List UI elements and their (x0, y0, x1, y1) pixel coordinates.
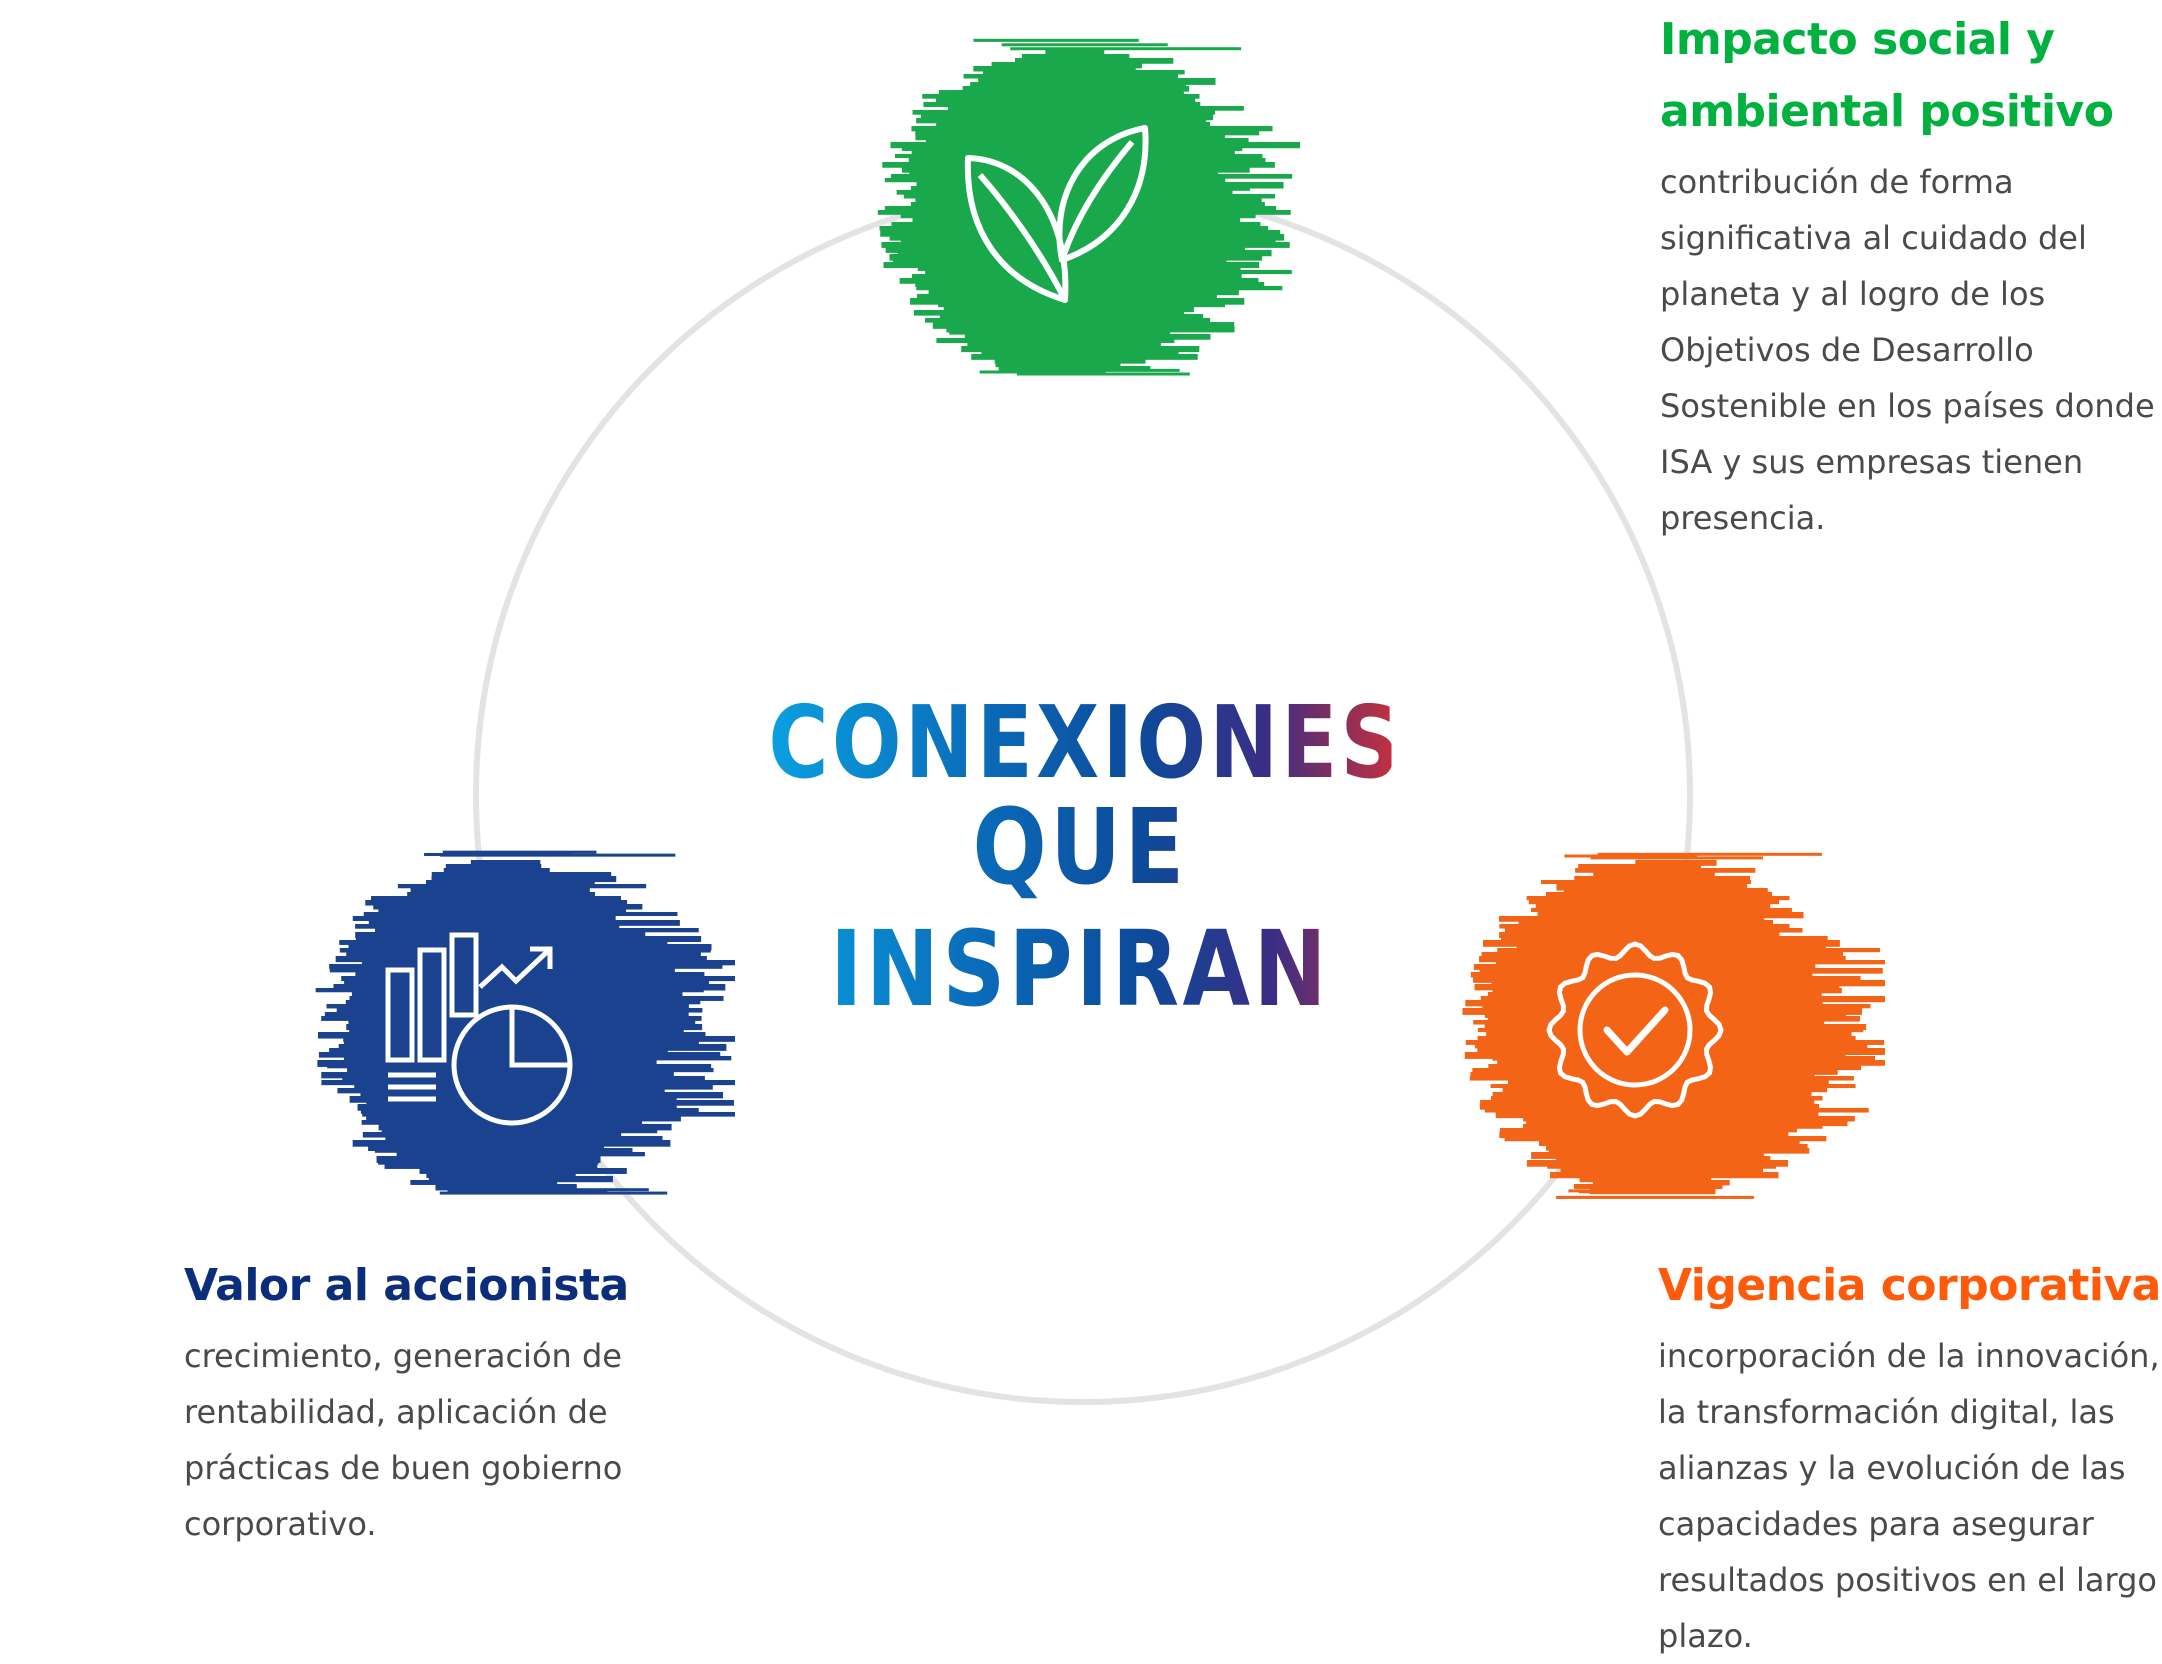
growth-chart-icon (385, 932, 573, 1126)
pillar-social-environmental: Impacto social y ambiental positivo cont… (1660, 4, 2160, 546)
pillar-title: Vigencia corporativa (1658, 1260, 2161, 1311)
pillar-description: crecimiento, generación de rentabilidad,… (184, 1337, 623, 1543)
pillar-title: Valor al accionista (184, 1260, 629, 1311)
center-title-line2: QUE INSPIRAN (761, 786, 1399, 1030)
badge-check-icon (1546, 941, 1724, 1119)
pillar-title: Impacto social y ambiental positivo (1660, 14, 2114, 137)
leaf-icon (964, 125, 1149, 303)
pillar-corporate-validity: Vigencia corporativa incorporación de la… (1658, 1250, 2162, 1664)
pillar-shareholder-value: Valor al accionista crecimiento, generac… (184, 1250, 684, 1552)
pillar-description: contribución de forma significativa al c… (1660, 163, 2155, 537)
blue-brush-blob (315, 850, 735, 1195)
center-title-line1: CONEXIONES (768, 684, 1403, 801)
pillar-description: incorporación de la innovación, la trans… (1658, 1337, 2160, 1655)
